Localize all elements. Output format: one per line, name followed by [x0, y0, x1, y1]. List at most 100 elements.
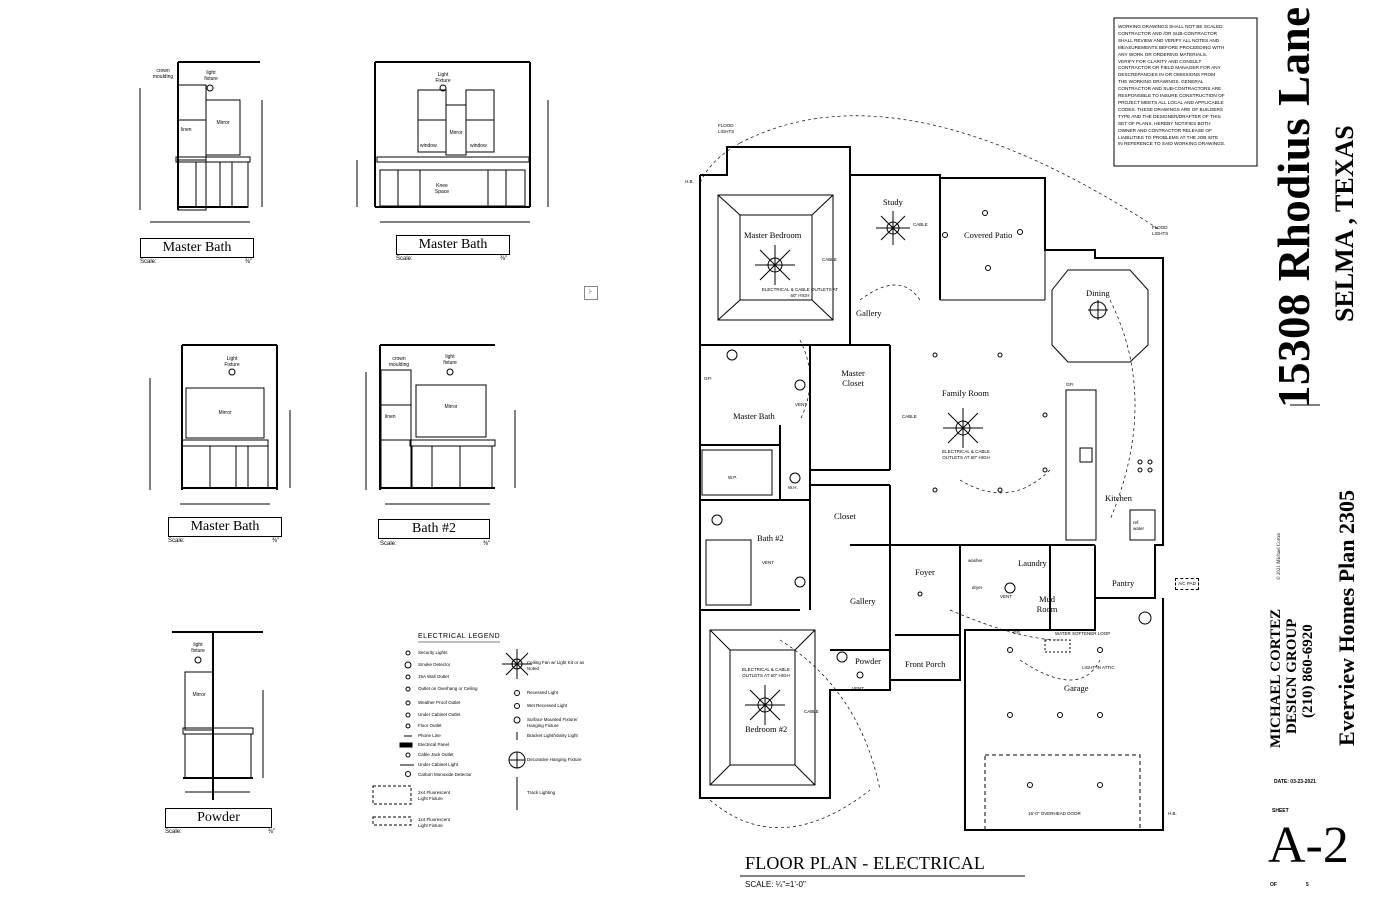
room-garage: Garage	[1064, 683, 1089, 693]
elevation-master-bath-2	[356, 61, 549, 223]
elevation-1-label-linen: linen	[181, 127, 192, 133]
room-covered-patio: Covered Patio	[964, 230, 1013, 240]
room-master-bedroom: Master Bedroom	[744, 230, 802, 240]
legend-item: Phone Line	[418, 733, 441, 738]
elevation-2-title: Master Bath	[396, 235, 510, 255]
room-pantry: Pantry	[1112, 578, 1135, 588]
elevation-2-scale-value: ⅜"	[500, 256, 508, 262]
elevation-2-label-window-left: window	[420, 143, 437, 149]
note-water-softener: WATER SOFTENER LOOP	[1055, 631, 1111, 636]
room-gallery-top: Gallery	[856, 308, 882, 318]
note-ref-water: ref. water	[1133, 520, 1145, 531]
note-cable-4: CABLE	[804, 709, 819, 714]
notice-line: SHALL REVIEW AND VERIFY ALL NOTES AND	[1118, 37, 1220, 43]
elevation-1-label-light: light fixture	[204, 70, 218, 82]
room-powder: Powder	[855, 656, 881, 666]
note-flood-lights-left: FLOOD LIGHTS	[718, 123, 735, 134]
notice-line: CONTRACTOR AND SUB-CONTRACTORS ARE	[1118, 86, 1222, 92]
legend-item: Outlet on Overhang or Ceiling	[418, 686, 478, 691]
elevation-4-scale-value: ⅜"	[483, 541, 491, 547]
elevation-4-label-linen: linen	[385, 414, 396, 420]
elevation-4-label-light: light fixture	[443, 354, 457, 366]
legend-item: Carbon Monoxide Detector	[418, 772, 472, 777]
note-dryer: dryer	[972, 585, 983, 590]
room-study: Study	[883, 197, 903, 207]
room-master-closet: Master Closet	[841, 368, 865, 388]
notice-line: CONTRACTOR OR FIELD MANAGER FOR ANY	[1118, 65, 1221, 71]
note-gfi-1: GFI	[704, 376, 712, 381]
room-front-porch: Front Porch	[905, 659, 946, 669]
disclaimer-notice: WORKING DRAWINGS SHALL NOT BE SCALED. CON…	[1118, 24, 1256, 148]
of-label: OF	[1270, 882, 1277, 888]
elevation-1-title: Master Bath	[140, 238, 254, 258]
elevation-2-label-mirror: Mirror	[449, 130, 463, 136]
sheet-label: SHEET	[1272, 808, 1289, 814]
elevation-4-title: Bath #2	[378, 519, 490, 539]
notice-line: SET OF PLANS, HEREBY NOTIFIES BOTH	[1118, 120, 1211, 126]
notice-line: OWNER AND CONTRACTOR RELEASE OF	[1118, 127, 1212, 133]
note-electrical-family: ELECTRICAL & CABLE OUTLETS AT 60" HIGH	[942, 449, 990, 460]
legend-item: Surface Mounted Fixture/ Hanging Fixture	[527, 717, 578, 728]
elevation-4-scale: Scale:	[380, 541, 397, 547]
elevation-powder	[172, 631, 264, 800]
notice-line: WORKING DRAWINGS SHALL NOT BE SCALED.	[1118, 24, 1224, 29]
room-dining: Dining	[1086, 288, 1110, 298]
legend-item: Weather Proof Outlet	[418, 700, 461, 705]
note-hb-left: H.B.	[685, 179, 694, 184]
room-family-room: Family Room	[942, 388, 989, 398]
elevation-master-bath-3	[149, 344, 291, 505]
note-gfi-3: GFI	[1013, 630, 1021, 635]
designer-name: MICHAEL CORTEZ	[1268, 608, 1284, 748]
room-gallery-bottom: Gallery	[850, 596, 876, 606]
note-flood-lights-right: FLOOD LIGHTS	[1152, 225, 1169, 236]
note-hb-right: H.B.	[1168, 811, 1177, 816]
notice-line: RESPONSIBLE TO INSURE CONSTRUCTION OF	[1118, 93, 1225, 99]
notice-line: MEASUREMENTS BEFORE PROCEEDING WITH	[1118, 44, 1225, 50]
elevation-5-title: Powder	[165, 808, 272, 828]
note-light-attic: LIGHT IN ATTIC	[1082, 665, 1115, 670]
designer-group: DESIGN GROUP	[1284, 618, 1300, 734]
elevation-3-title: Master Bath	[168, 517, 282, 537]
elevation-1-scale-value: ⅜"	[245, 259, 253, 265]
project-address: 15308 Rhodius Lane	[1269, 6, 1319, 408]
notice-line: VERIFY FOR CLARITY AND CONSULT	[1118, 58, 1202, 64]
note-electrical-master: ELECTRICAL & CABLE OUTLETS AT 60" HIGH	[761, 287, 839, 298]
elevation-2-label-window-right: window	[470, 143, 487, 149]
sheet-number: A-2	[1268, 817, 1349, 874]
notice-line: ANY WORK OR ORDERING MATERIALS.	[1118, 51, 1208, 57]
note-vent-1: VENT	[795, 402, 808, 407]
note-wh: W.H.	[788, 485, 798, 490]
room-closet: Closet	[834, 511, 856, 521]
room-bedroom-2: Bedroom #2	[745, 724, 788, 734]
elevation-master-bath-1	[139, 61, 263, 223]
note-vent-2: VENT	[762, 560, 775, 565]
elevation-3-scale: Scale:	[168, 538, 185, 544]
legend-item: Cable Jack Outlet	[418, 752, 454, 757]
notice-line: IN REFERENCE TO SAID WORKING DRAWINGS.	[1118, 141, 1226, 147]
elevation-1-label-crown: crown moulding	[152, 68, 174, 80]
legend-symbols	[372, 641, 532, 826]
notice-line: DESCREPANCIES IN OR OMISSIONS FROM	[1118, 72, 1216, 78]
note-wp: W.P.	[728, 475, 737, 480]
legend-item: Electrical Panel	[418, 742, 450, 747]
legend-item: Track Lighting	[527, 790, 556, 795]
legend-item: Bracket Light/Vanity Light	[527, 733, 578, 738]
legend-title: ELECTRICAL LEGEND	[418, 633, 501, 640]
elevation-5-scale-value: ⅜"	[268, 829, 276, 835]
copyright-mark: © 2021 Michael Cortez	[1277, 532, 1282, 580]
room-master-bath: Master Bath	[733, 411, 775, 421]
elevation-2-scale: Scale:	[396, 256, 413, 262]
elevation-5-label-mirror: Mirror	[192, 692, 206, 698]
elevation-2-label-light: Light Fixture	[435, 72, 451, 84]
elevation-1-label-mirror: Mirror	[216, 120, 230, 126]
notice-line: TYPE AND THE DESIGNER/DRAFTER OF THIS	[1118, 113, 1221, 119]
room-kitchen: Kitchen	[1105, 493, 1132, 503]
elevation-bath-2	[365, 344, 516, 505]
elevation-4-label-mirror: Mirror	[444, 404, 458, 410]
room-foyer: Foyer	[915, 567, 935, 577]
elevation-5-label-light: light fixture	[191, 642, 205, 654]
note-gfi-2: GFI	[1066, 382, 1074, 387]
legend-item: Under Cabinet Light	[418, 762, 459, 767]
elevation-4-label-crown: crown moulding	[388, 356, 410, 368]
